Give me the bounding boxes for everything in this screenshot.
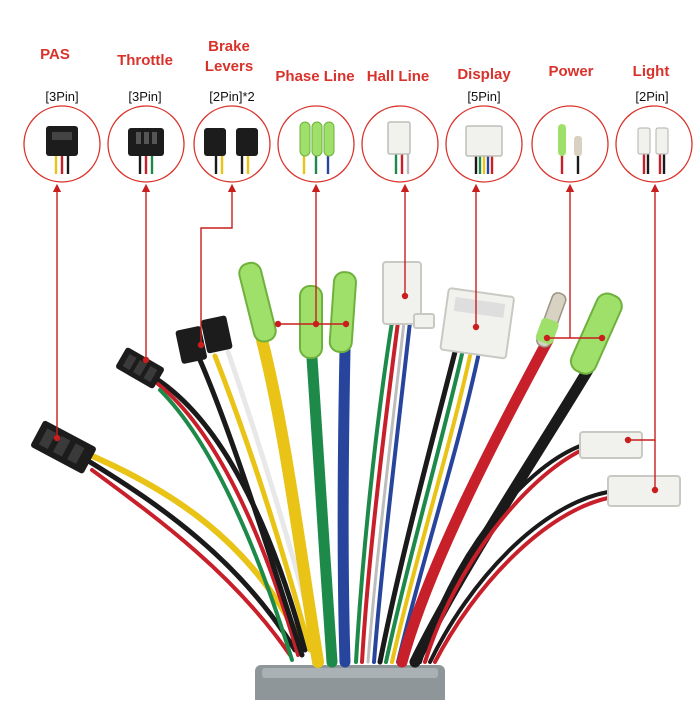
wire-phase-green: [306, 352, 338, 668]
wire-brake-black: [197, 357, 305, 658]
circle-phase-line: [277, 105, 355, 183]
wire-light2-black: [428, 490, 610, 664]
wire-pas-red: [90, 468, 292, 657]
light-lower-dot: [651, 486, 659, 494]
wire-display-green: [384, 352, 464, 664]
controller-housing: [255, 665, 445, 705]
pins-light: [2Pin]: [635, 89, 669, 104]
label-pas: PAS: [40, 46, 70, 63]
power-connectors-photo: [535, 292, 623, 375]
phase-line-connector-icon: [299, 121, 335, 174]
pins-brake-levers: [2Pin]*2: [209, 89, 255, 104]
wire-phase-blue: [337, 344, 351, 668]
circle-hall-line: [361, 105, 439, 183]
wire-throttle-green: [158, 388, 294, 662]
power-connector-icon: [558, 124, 582, 174]
connector-callouts: [23, 105, 693, 183]
pas-connector-icon: [46, 126, 78, 174]
wire-throttle-black: [152, 375, 308, 653]
pas-connector-photo: [30, 420, 96, 474]
wire-phase-yellow: [256, 334, 324, 668]
wire-hall-green: [354, 320, 394, 664]
arrow-brake-levers-origin-dot: [197, 341, 205, 349]
throttle-connector-photo: [116, 347, 164, 389]
wire-hall-blue: [372, 320, 412, 664]
wire-light-black: [418, 444, 582, 664]
display-connector-photo: [439, 287, 515, 360]
pins-throttle: [3Pin]: [128, 89, 162, 104]
throttle-connector-icon: [128, 128, 164, 174]
arrow-pas-origin-dot: [53, 434, 61, 442]
phase-line-dot-0: [274, 320, 282, 328]
pins-display: [5Pin]: [467, 89, 501, 104]
circle-power: [531, 105, 609, 183]
wire-hall-white: [366, 320, 406, 664]
brake-levers-connector-photo: [175, 315, 233, 364]
arrow-hall-line-origin-dot: [401, 292, 409, 300]
label-brake-levers: Brake Levers: [204, 38, 254, 75]
label-hall-line: Hall Line: [366, 68, 430, 85]
wire-hall-red: [360, 320, 400, 664]
circle-brake-levers: [193, 105, 271, 183]
brake-levers-connector-icon: [204, 128, 258, 174]
arrow-throttle-origin-dot: [142, 356, 150, 364]
label-light: Light: [632, 63, 670, 80]
circle-throttle: [107, 105, 185, 183]
power-dot-0: [543, 334, 551, 342]
arrow-display-origin-dot: [472, 323, 480, 331]
light-connector-icon: [637, 127, 669, 174]
callout-arrows: [52, 183, 660, 494]
wire-display-black: [377, 349, 458, 665]
label-display: Display: [457, 66, 511, 83]
label-throttle: Throttle: [117, 52, 173, 69]
arrow-light: [628, 183, 660, 441]
wire-brake-yellow: [212, 353, 313, 653]
wire-bundle: [87, 320, 610, 668]
circle-pas: [23, 105, 101, 183]
wire-pas-yellow: [87, 452, 303, 643]
arrow-light-origin-dot: [624, 436, 632, 444]
phase-line-dot-1: [312, 320, 320, 328]
circle-display: [445, 105, 523, 183]
circle-light: [615, 105, 693, 183]
wire-display-blue: [396, 355, 480, 664]
wire-light2-red: [433, 496, 610, 664]
label-phase-line: Phase Line: [275, 68, 355, 85]
hall-line-connector-icon: [387, 121, 411, 174]
phase-line-connectors-photo: [238, 261, 357, 359]
wire-light-red: [423, 448, 584, 664]
arrow-brake-levers: [200, 183, 237, 345]
wire-display-yellow: [390, 354, 472, 664]
wire-pas-black: [87, 459, 298, 653]
power-dot-1: [598, 334, 606, 342]
display-connector-icon: [465, 125, 503, 174]
wire-power-red: [396, 334, 554, 668]
pins-pas: [3Pin]: [45, 89, 79, 104]
phase-line-dot-2: [342, 320, 350, 328]
label-power: Power: [548, 63, 594, 80]
wire-throttle-red: [156, 382, 300, 657]
hall-line-connector-photo: [382, 261, 435, 329]
